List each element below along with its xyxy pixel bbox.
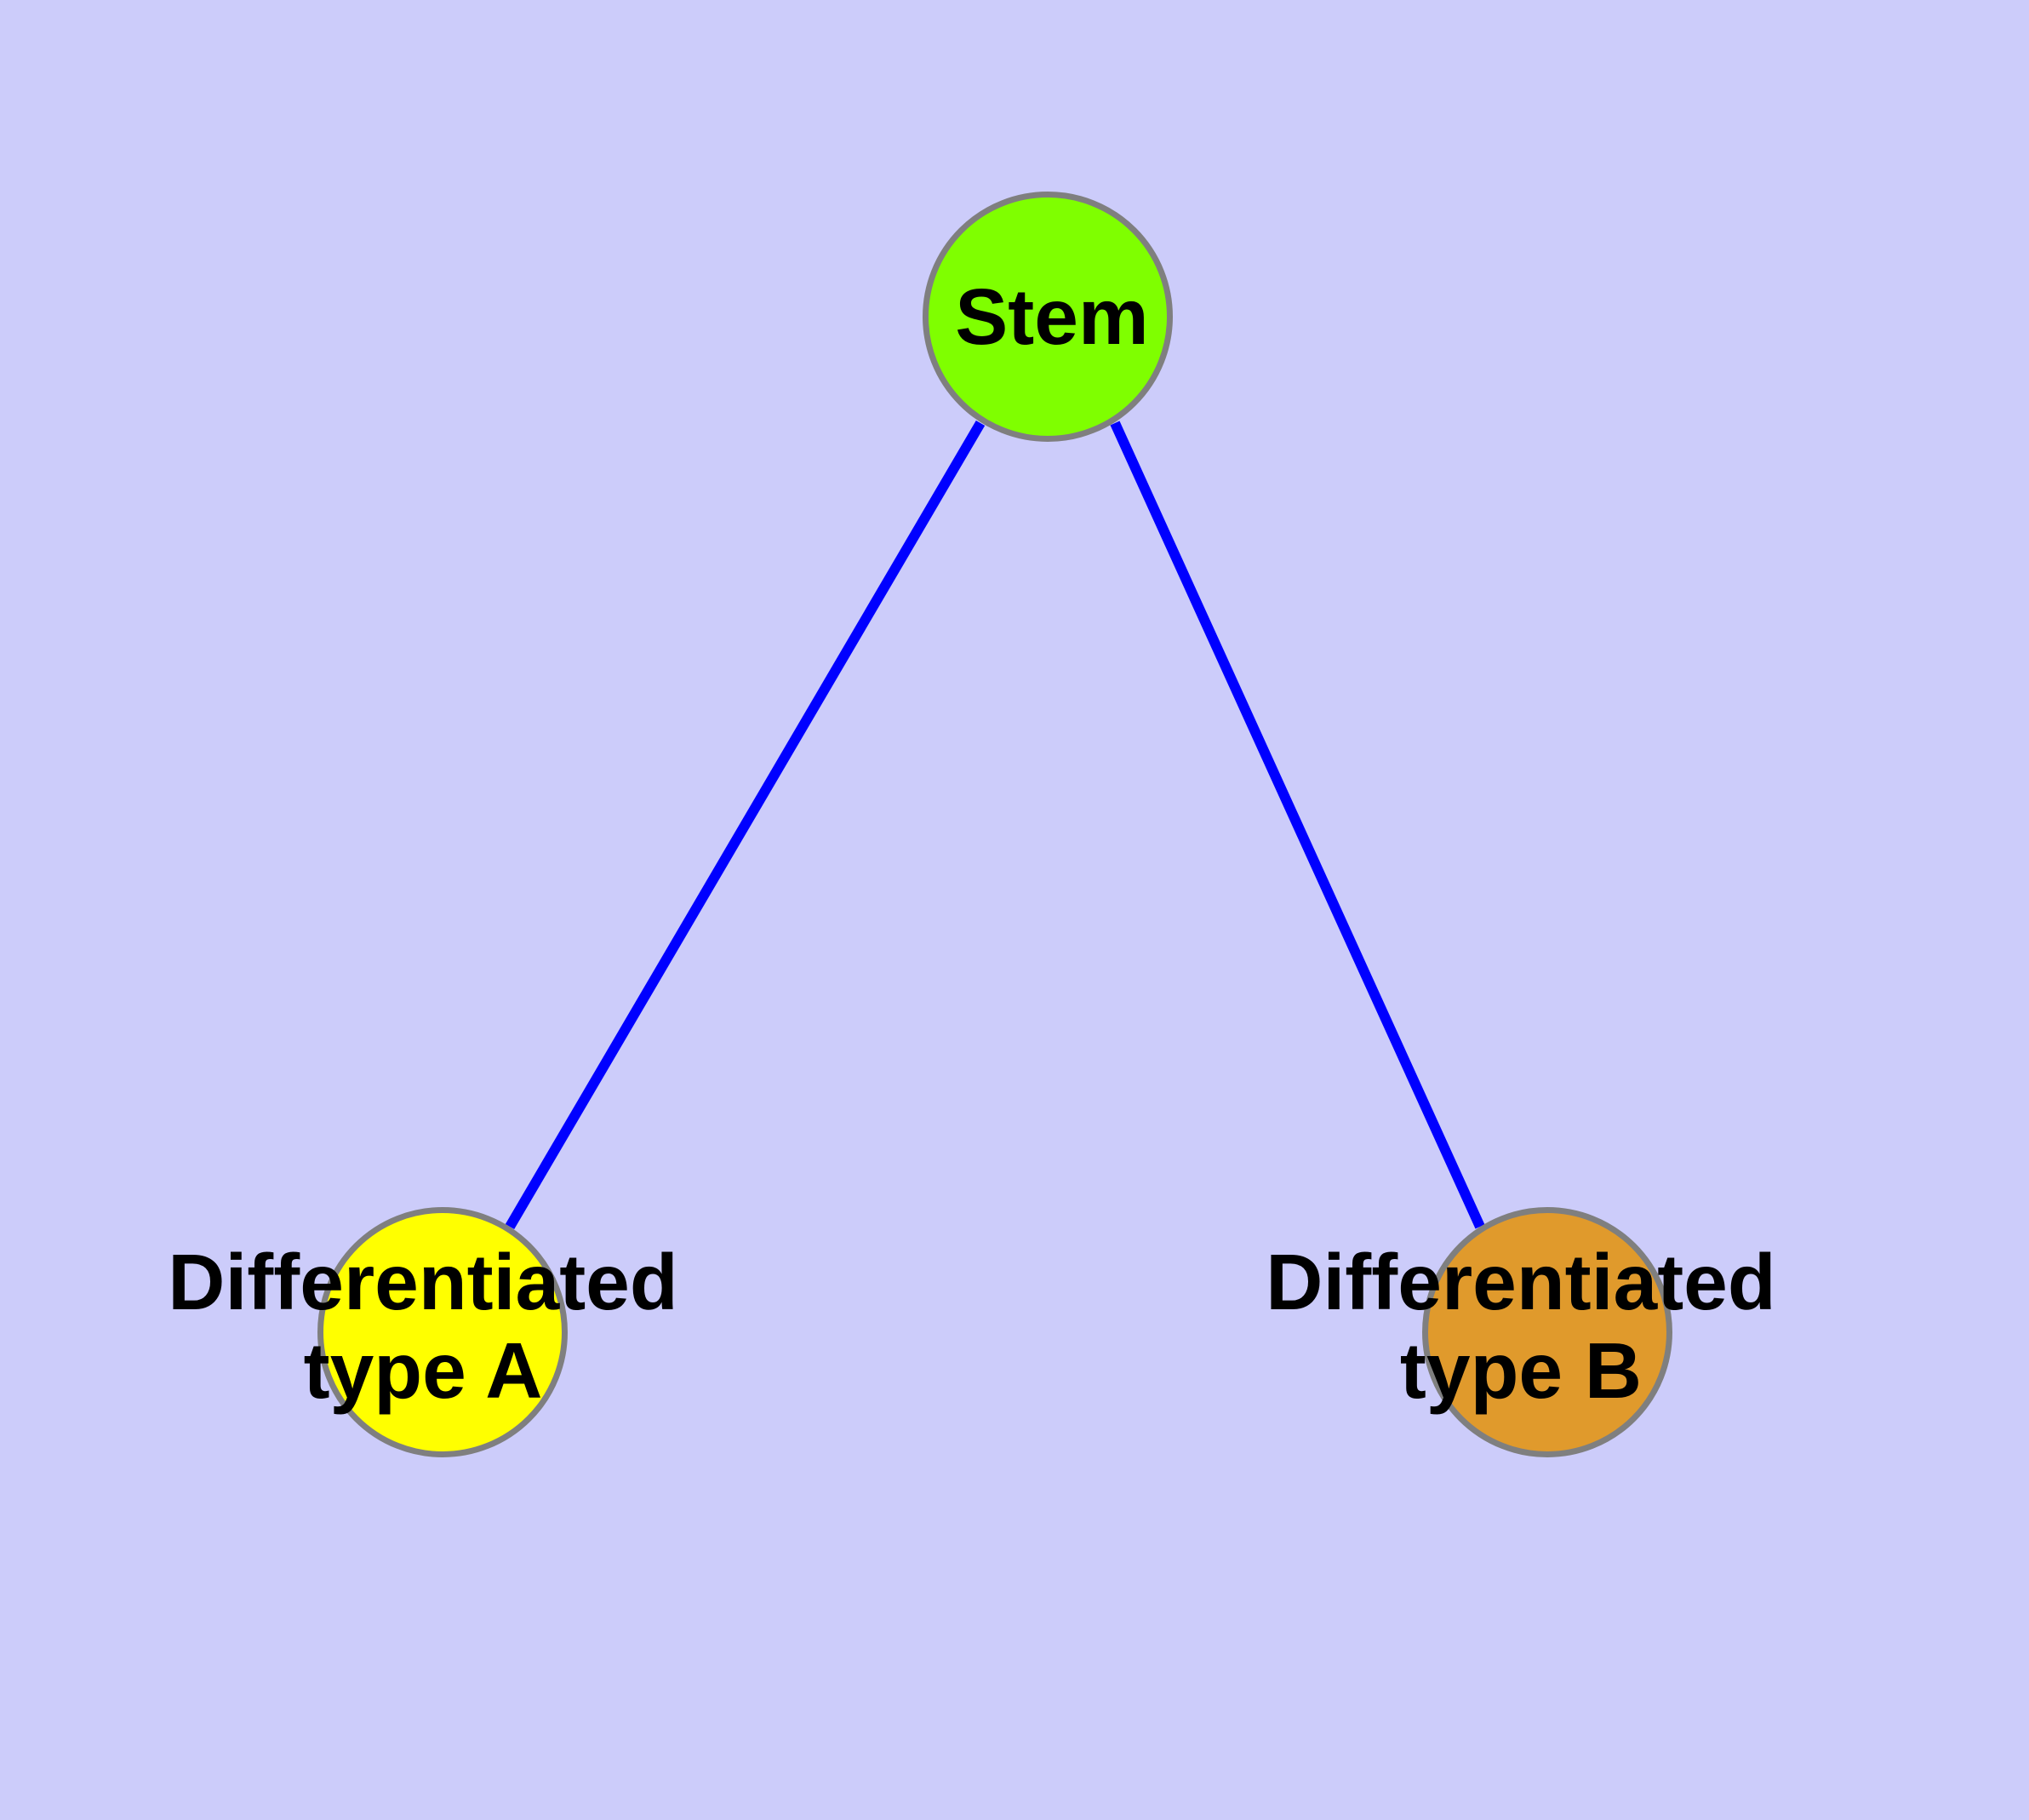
node-stem[interactable] bbox=[923, 192, 1173, 442]
node-layer bbox=[317, 192, 1672, 1457]
node-stem-label: Stem bbox=[955, 272, 1148, 361]
node-differentiated-type-a-label-line1: Differentiated bbox=[168, 1238, 677, 1326]
label-layer: Stem Differentiated type A Differentiate… bbox=[168, 272, 1775, 1415]
node-differentiated-type-a-label-line2: type A bbox=[304, 1326, 543, 1415]
edge-stem-to-differentiated-type-b[interactable] bbox=[1110, 421, 1485, 1229]
node-stem-circle[interactable] bbox=[923, 192, 1173, 442]
edge-layer bbox=[505, 420, 1485, 1230]
node-differentiated-type-b-circle[interactable] bbox=[1422, 1207, 1672, 1457]
edge-stem-to-differentiated-type-a[interactable] bbox=[505, 420, 986, 1230]
node-differentiated-type-b-label-line1: Differentiated bbox=[1266, 1238, 1775, 1326]
node-differentiated-type-a[interactable] bbox=[317, 1207, 568, 1457]
node-differentiated-type-a-circle[interactable] bbox=[317, 1207, 568, 1457]
node-differentiated-type-b-label-line2: type B bbox=[1400, 1326, 1642, 1415]
node-differentiated-type-b[interactable] bbox=[1422, 1207, 1672, 1457]
